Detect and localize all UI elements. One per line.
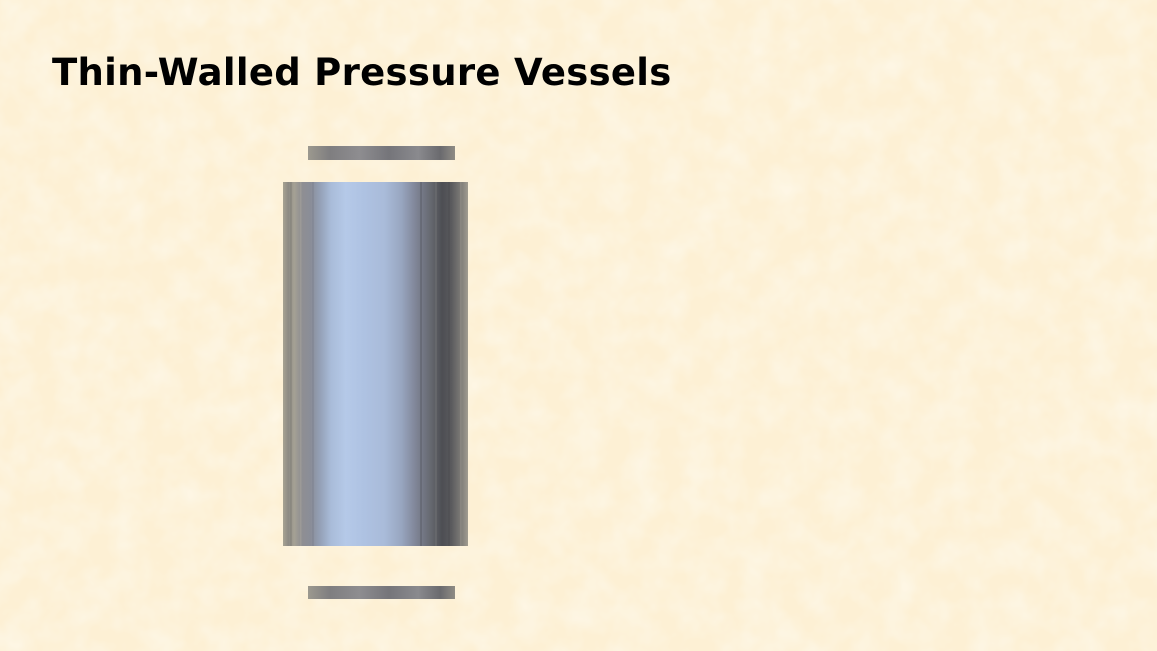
vessel-bottom-cap <box>308 586 455 599</box>
vessel-shell <box>283 182 468 546</box>
cylindrical-pressure-vessel-icon <box>283 146 468 599</box>
slide-title: Thin-Walled Pressure Vessels <box>52 51 672 94</box>
vessel-top-cap <box>308 146 455 160</box>
vessel-shell-striations <box>290 182 462 546</box>
